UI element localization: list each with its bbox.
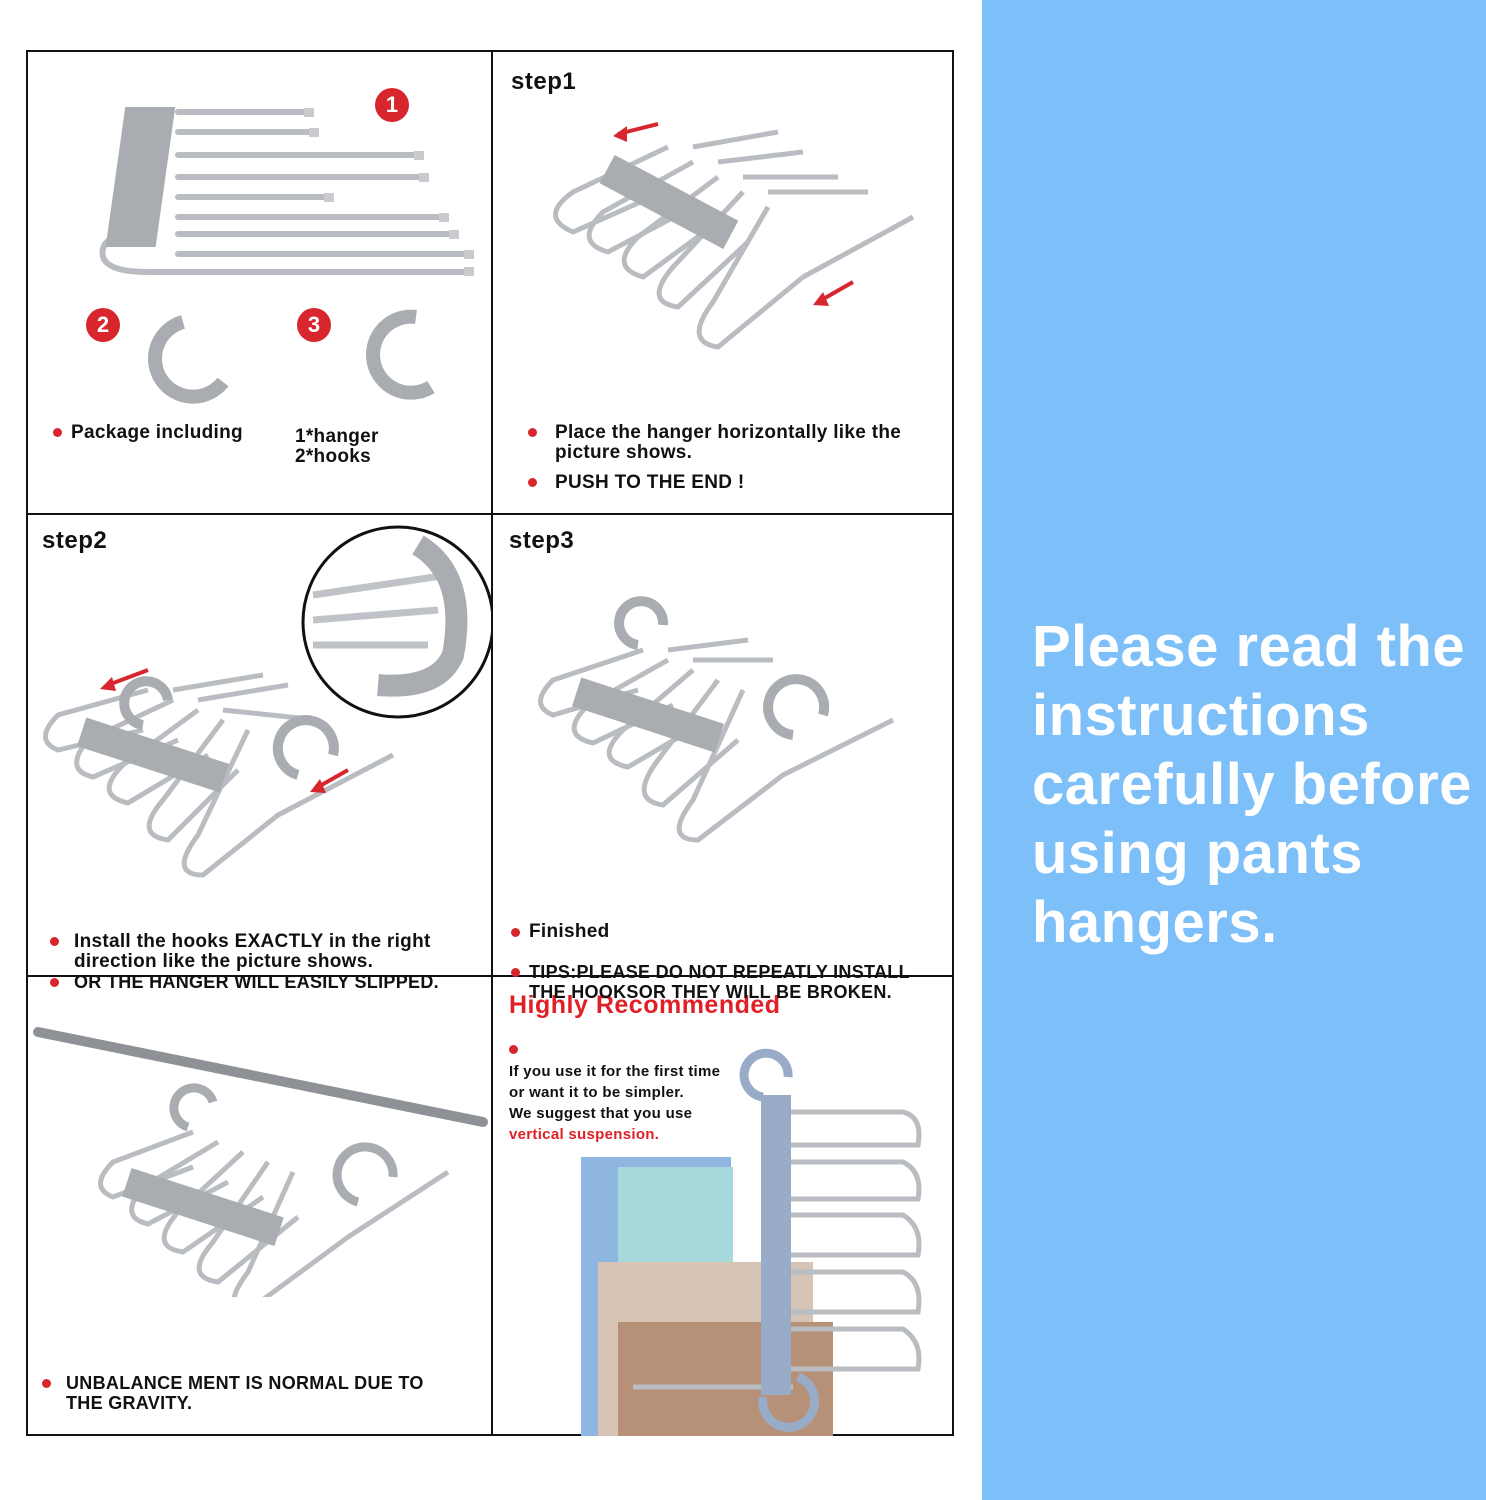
- step1-bullet-1b: picture shows.: [555, 442, 693, 463]
- notice-text: Please read the instructions carefully b…: [1032, 612, 1472, 957]
- bullet-dot: [53, 428, 62, 437]
- recommended-line-1: If you use it for the first time: [509, 1063, 721, 1080]
- package-contents-2: 2*hooks: [295, 446, 372, 467]
- step3-bullet-2b: THE HOOKSOR THEY WILL BE BROKEN.: [529, 982, 892, 1002]
- panel-step3: step3 Finished: [493, 515, 954, 975]
- bullet-dot: [42, 1379, 51, 1388]
- bullet-dot: [511, 968, 520, 977]
- hook-icon: [148, 315, 229, 404]
- grid-divider-1: [28, 513, 952, 515]
- badge-1: 1: [375, 88, 409, 122]
- panel-package: 1 2 3 Package including 1*hanger 2*hooks: [28, 52, 491, 513]
- step1-bullet-2: PUSH TO THE END !: [555, 472, 745, 493]
- bullet-dot: [50, 978, 59, 987]
- grid-divider-2: [28, 975, 952, 977]
- hook-icon: [366, 309, 435, 400]
- hanger-illustration: [538, 596, 895, 843]
- grid-vertical-divider: [491, 52, 493, 1434]
- notice-line-3: carefully before: [1032, 752, 1472, 817]
- rail-bullet-a: UNBALANCE MENT IS NORMAL DUE TO: [66, 1373, 424, 1393]
- notice-panel: Please read the instructions carefully b…: [982, 0, 1486, 1500]
- recommended-line-2: or want it to be simpler.: [509, 1084, 685, 1101]
- notice-line-1: Please read the: [1032, 614, 1466, 679]
- step3-title: step3: [509, 527, 575, 554]
- recommended-line-4: vertical suspension.: [509, 1126, 660, 1143]
- hanger-on-rail-illustration: [33, 1027, 488, 1297]
- notice-line-4: using pants: [1032, 821, 1363, 886]
- recommended-line-3: We suggest that you use: [509, 1105, 693, 1122]
- step1-title: step1: [511, 68, 577, 95]
- package-bullet: Package including: [71, 422, 243, 443]
- hanger-illustration: [43, 525, 491, 878]
- panel-step2: step2 Install the hooks EXA: [28, 515, 491, 975]
- step2-bullet-1b: direction like the picture shows.: [74, 951, 374, 972]
- bullet-dot: [511, 928, 520, 937]
- bullet-dot: [509, 1045, 518, 1054]
- rail-bullet-b: THE GRAVITY.: [66, 1393, 193, 1413]
- instruction-grid: 1 2 3 Package including 1*hanger 2*hooks…: [26, 50, 954, 1436]
- vertical-suspension-illustration: [581, 1048, 922, 1436]
- step2-bullet-2: OR THE HANGER WILL EASILY SLIPPED.: [74, 972, 439, 992]
- step3-bullet-2a: TIPS:PLEASE DO NOT REPEATLY INSTALL: [529, 962, 910, 982]
- panel-recommended: Highly Recommended If you use it for the…: [493, 977, 954, 1436]
- bullet-dot: [50, 937, 59, 946]
- bullet-dot: [528, 478, 537, 487]
- step2-bullet-1a: Install the hooks EXACTLY in the right: [74, 931, 431, 952]
- badge-3: 3: [297, 308, 331, 342]
- recommended-title: Highly Recommended: [509, 991, 781, 1019]
- notice-line-2: instructions: [1032, 683, 1370, 748]
- panel-step1: step1 Place the hanger horizontally like…: [493, 52, 954, 513]
- notice-line-5: hangers.: [1032, 890, 1278, 955]
- badge-2: 2: [86, 308, 120, 342]
- package-contents-1: 1*hanger: [295, 426, 379, 447]
- step1-bullet-1a: Place the hanger horizontally like the: [555, 422, 902, 443]
- bullet-dot: [528, 428, 537, 437]
- step2-title: step2: [42, 527, 108, 554]
- panel-rail: UNBALANCE MENT IS NORMAL DUE TO THE GRAV…: [28, 977, 491, 1436]
- hanger-illustration: [99, 107, 474, 276]
- hanger-illustration: [553, 122, 915, 350]
- step3-bullet-1: Finished: [529, 921, 610, 942]
